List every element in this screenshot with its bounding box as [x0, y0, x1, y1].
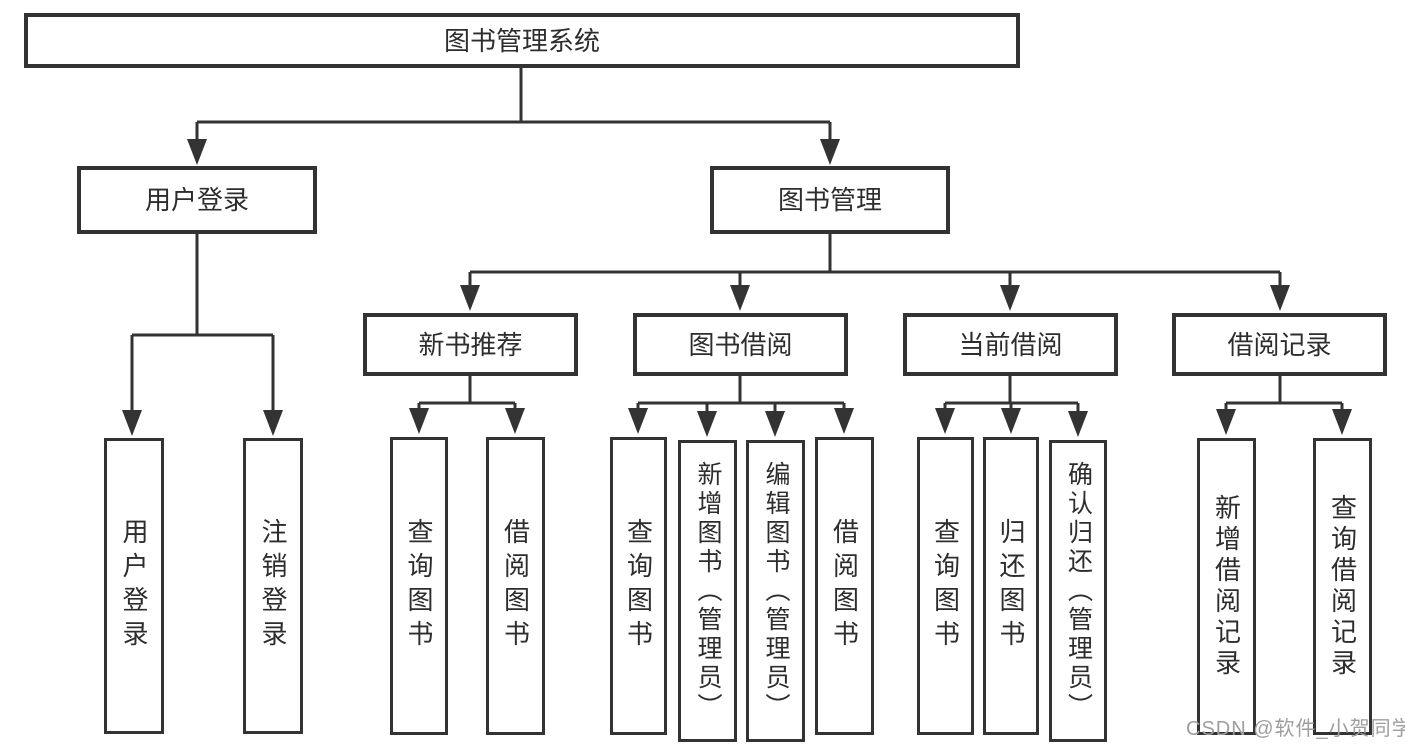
leaf-logout-login-label: 注销登录	[258, 518, 288, 654]
node-user-login: 用户登录	[77, 166, 317, 234]
connector-book-mgmt-to-level3	[460, 234, 1290, 311]
leaf-query-books-recommend: 查询图书	[390, 437, 448, 735]
leaf-borrow-books-recommend-label: 借阅图书	[500, 518, 531, 654]
leaf-add-book-admin-label: 新增图书（管理员）	[694, 460, 722, 722]
leaf-query-borrow-record: 查询借阅记录	[1313, 438, 1372, 735]
node-book-borrow-label: 图书借阅	[688, 329, 793, 360]
connector-new-rec-to-leaves	[409, 376, 525, 434]
leaf-query-books-recommend-label: 查询图书	[404, 518, 434, 654]
leaf-borrow-books-recommend: 借阅图书	[486, 437, 545, 735]
node-root: 图书管理系统	[24, 13, 1020, 68]
leaf-confirm-return-admin-label: 确认归还（管理员）	[1064, 460, 1093, 722]
leaf-query-books-borrow: 查询图书	[610, 437, 667, 735]
node-borrow-records-label: 借阅记录	[1227, 329, 1332, 360]
leaf-user-login-label: 用户登录	[119, 518, 149, 654]
node-current-borrow: 当前借阅	[903, 313, 1118, 376]
node-new-book-recommend: 新书推荐	[363, 313, 578, 376]
leaf-borrow-books: 借阅图书	[815, 437, 874, 735]
node-borrow-records: 借阅记录	[1172, 313, 1387, 376]
node-book-management: 图书管理	[710, 166, 950, 234]
connector-user-login-to-leaves	[122, 234, 283, 436]
node-current-borrow-label: 当前借阅	[958, 329, 1063, 360]
leaf-borrow-books-label: 借阅图书	[829, 518, 860, 654]
leaf-query-books-current-label: 查询图书	[930, 518, 961, 654]
csdn-watermark: CSDN @软件_小贺同学	[1186, 718, 1405, 740]
connector-current-to-leaves	[935, 376, 1088, 437]
leaf-return-books-label: 归还图书	[996, 518, 1026, 654]
connector-root-to-level2	[187, 68, 840, 165]
leaf-edit-book-admin: 编辑图书（管理员）	[746, 440, 805, 742]
leaf-query-books-borrow-label: 查询图书	[623, 518, 654, 654]
leaf-user-login: 用户登录	[104, 438, 164, 734]
node-book-borrow: 图书借阅	[633, 313, 848, 376]
leaf-confirm-return-admin: 确认归还（管理员）	[1049, 440, 1107, 742]
leaf-query-borrow-record-label: 查询借阅记录	[1327, 493, 1358, 680]
node-user-login-label: 用户登录	[144, 185, 249, 215]
connector-records-to-leaves	[1216, 376, 1352, 435]
leaf-add-book-admin: 新增图书（管理员）	[678, 440, 737, 742]
leaf-return-books: 归还图书	[983, 437, 1039, 735]
leaf-add-borrow-record-label: 新增借阅记录	[1211, 493, 1242, 680]
connector-borrow-to-leaves	[628, 376, 854, 437]
node-book-management-label: 图书管理	[777, 185, 882, 215]
leaf-add-borrow-record: 新增借阅记录	[1197, 438, 1256, 735]
leaf-edit-book-admin-label: 编辑图书（管理员）	[762, 460, 790, 722]
node-root-label: 图书管理系统	[443, 25, 600, 56]
leaf-query-books-current: 查询图书	[917, 437, 974, 735]
leaf-logout-login: 注销登录	[243, 438, 303, 734]
node-new-book-recommend-label: 新书推荐	[418, 329, 523, 360]
